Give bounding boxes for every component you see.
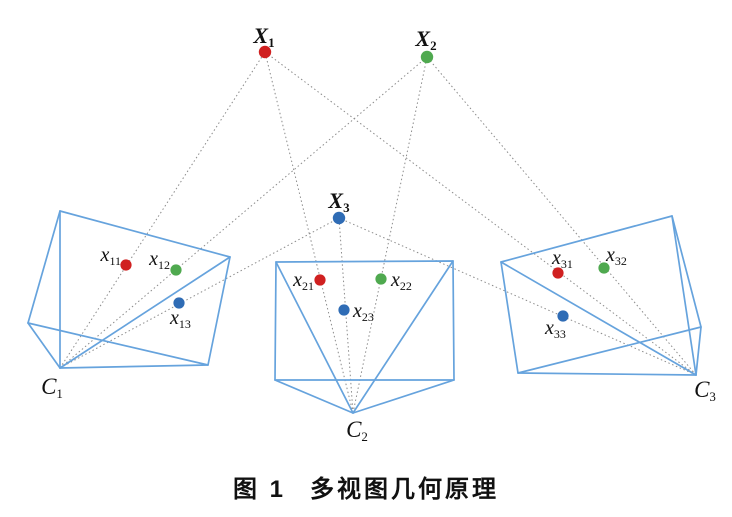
- image-point-x32: [598, 262, 610, 274]
- frustum-edge-C1-2: [59, 364, 209, 369]
- image-point-label-x33: x33: [544, 317, 566, 341]
- image-plane-C3: [500, 215, 702, 374]
- camera-frustum-C2: [274, 260, 455, 414]
- world-point-label-X3: X3: [327, 188, 350, 215]
- world-point-label-X1: X1: [252, 23, 274, 50]
- frustum-edge-C1-1: [59, 256, 231, 369]
- projection-ray-C1-X1: [59, 51, 266, 369]
- camera-label-C1: C1: [41, 374, 63, 401]
- ray-layer: [59, 51, 697, 414]
- frustum-edge-C3-2: [517, 372, 697, 376]
- image-point-label-x22: x22: [390, 269, 412, 293]
- image-point-label-x23: x23: [352, 300, 374, 324]
- image-point-x31: [552, 267, 564, 279]
- image-point-x13: [173, 297, 185, 309]
- image-point-x21: [314, 274, 326, 286]
- frustum-edge-C2-3: [274, 379, 354, 414]
- world-point-label-X2: X2: [414, 26, 436, 53]
- frustum-edge-C1-3: [27, 322, 61, 369]
- camera-label-C2: C2: [346, 417, 368, 444]
- world-point-X3: [332, 211, 346, 225]
- frustum-edge-C2-1: [352, 260, 454, 414]
- point-layer: [120, 45, 610, 322]
- camera-frustum-C3: [500, 215, 702, 376]
- image-point-x33: [557, 310, 569, 322]
- image-point-x22: [375, 273, 387, 285]
- frustum-edge-C2-2: [352, 379, 455, 414]
- image-point-label-x12: x12: [148, 248, 170, 272]
- image-point-x23: [338, 304, 350, 316]
- world-point-X1: [258, 45, 272, 59]
- frustum-edge-C3-0: [671, 215, 697, 376]
- image-point-x11: [120, 259, 132, 271]
- frustum-edge-C2-0: [275, 261, 354, 414]
- projection-ray-C3-X1: [264, 51, 697, 376]
- frustum-edge-C3-3: [695, 326, 702, 376]
- figure-caption: 图 1 多视图几何原理: [233, 476, 499, 503]
- projection-ray-C3-X3: [338, 217, 697, 376]
- camera-frustum-C1: [27, 210, 231, 369]
- caption-number: 图 1: [233, 476, 286, 503]
- world-point-X2: [420, 50, 434, 64]
- frustum-edge-C3-1: [500, 261, 697, 376]
- camera-label-C3: C3: [694, 377, 716, 404]
- frustum-layer: [27, 210, 702, 414]
- projection-ray-C1-X3: [59, 217, 340, 369]
- projection-ray-C2-X2: [352, 56, 428, 414]
- projection-ray-C2-X1: [264, 51, 354, 414]
- caption-title: 多视图几何原理: [310, 476, 499, 503]
- image-point-label-x21: x21: [292, 269, 314, 293]
- image-point-label-x32: x32: [605, 244, 627, 268]
- image-plane-C1: [27, 210, 231, 366]
- image-point-label-x13: x13: [169, 307, 191, 331]
- image-point-x12: [170, 264, 182, 276]
- image-point-label-x11: x11: [100, 244, 121, 268]
- image-point-label-x31: x31: [551, 247, 573, 271]
